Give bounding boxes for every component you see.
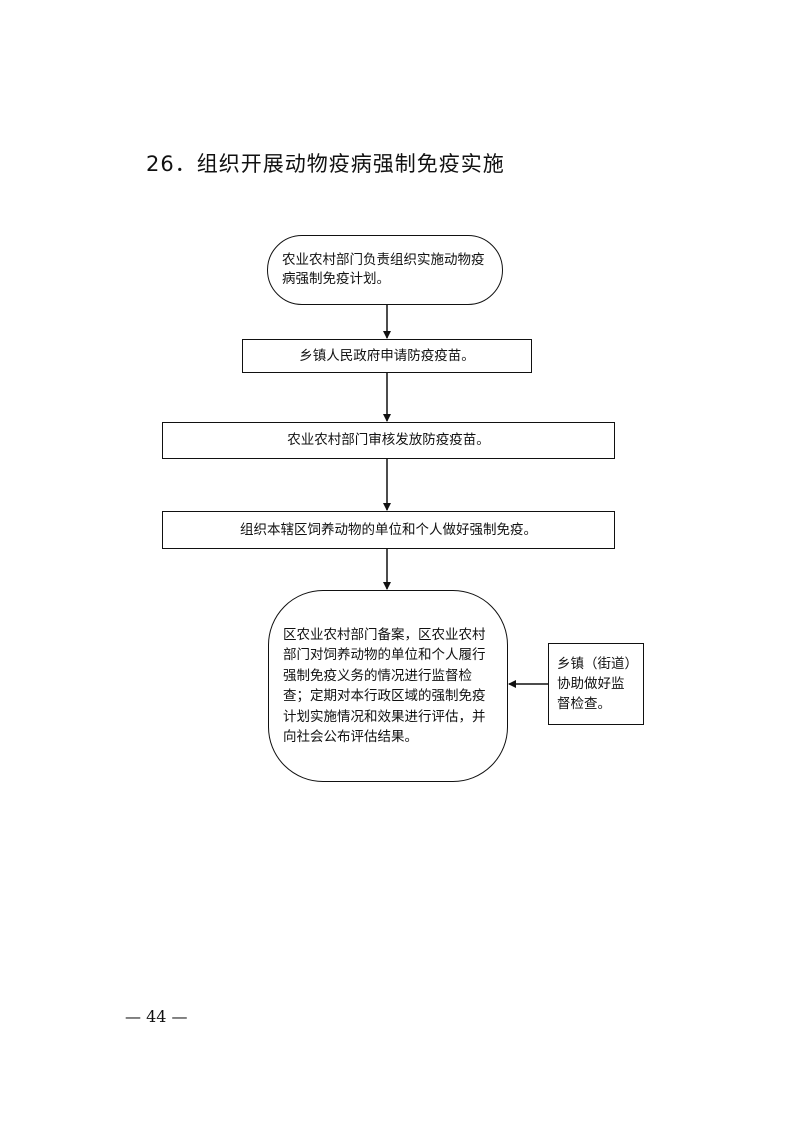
flow-node-apply-vaccine-text: 乡镇人民政府申请防疫疫苗。	[299, 347, 475, 364]
flow-node-review-vaccine: 农业农村部门审核发放防疫疫苗。	[162, 422, 615, 459]
flow-node-start-text: 农业农村部门负责组织实施动物疫病强制免疫计划。	[282, 252, 485, 287]
flow-node-start: 农业农村部门负责组织实施动物疫病强制免疫计划。	[267, 235, 503, 305]
flow-node-supervise-text: 区农业农村部门备案，区农业农村部门对饲养动物的单位和个人履行强制免疫义务的情况进…	[283, 626, 486, 746]
page-title: 26．组织开展动物疫病强制免疫实施	[146, 152, 505, 176]
flow-node-township-assist-text: 乡镇（街道）协助做好监督检查。	[557, 656, 632, 712]
flow-node-township-assist: 乡镇（街道）协助做好监督检查。	[548, 643, 644, 725]
flow-node-review-vaccine-text: 农业农村部门审核发放防疫疫苗。	[287, 432, 490, 448]
flow-node-apply-vaccine: 乡镇人民政府申请防疫疫苗。	[242, 339, 532, 373]
flow-node-supervise: 区农业农村部门备案，区农业农村部门对饲养动物的单位和个人履行强制免疫义务的情况进…	[268, 590, 508, 782]
flow-node-immunize-text: 组织本辖区饲养动物的单位和个人做好强制免疫。	[240, 521, 537, 538]
flow-node-immunize: 组织本辖区饲养动物的单位和个人做好强制免疫。	[162, 511, 615, 549]
page-number: — 44 —	[125, 1007, 188, 1026]
